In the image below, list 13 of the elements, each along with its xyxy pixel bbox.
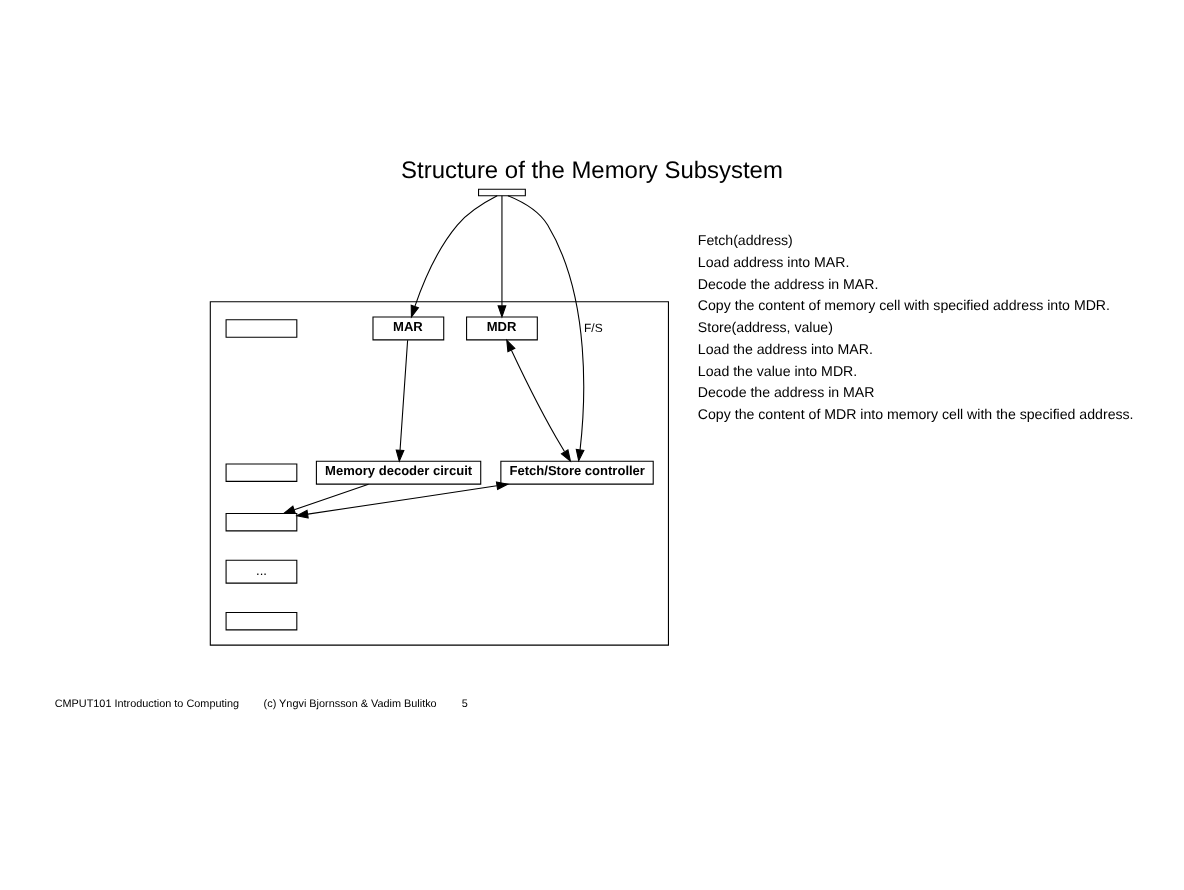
node-box xyxy=(225,610,298,630)
arrow xyxy=(282,482,370,513)
arrow xyxy=(506,337,572,462)
node-box xyxy=(225,318,298,337)
node-box xyxy=(225,511,298,531)
diagram-title: Structure of the Memory Subsystem xyxy=(401,154,783,183)
arrow xyxy=(395,338,409,462)
arrow xyxy=(410,194,498,318)
node-bar xyxy=(478,187,526,196)
node-box xyxy=(225,462,298,481)
arrow xyxy=(507,194,585,462)
arrow xyxy=(295,480,510,518)
arrow xyxy=(497,194,507,318)
